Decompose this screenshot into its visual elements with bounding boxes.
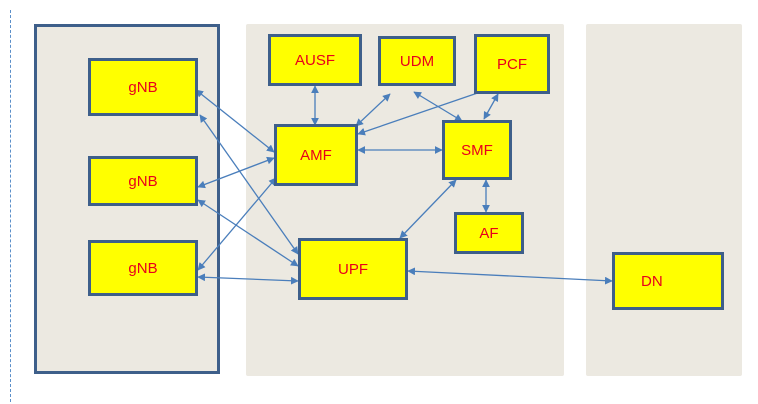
gnb-box-1: gNB bbox=[88, 58, 198, 116]
link-gnb2-amf bbox=[197, 156, 275, 189]
ausf-box: AUSF bbox=[268, 34, 362, 86]
dn-box: DN bbox=[612, 252, 724, 310]
upf-box: UPF bbox=[298, 238, 408, 300]
af-box: AF bbox=[454, 212, 524, 254]
link-udm-smf bbox=[413, 91, 463, 122]
link-gnb3-amf bbox=[197, 177, 277, 271]
gnb-box-3: gNB bbox=[88, 240, 198, 296]
gnb-box-2: gNB bbox=[88, 156, 198, 206]
dashed-border-line bbox=[10, 10, 11, 402]
link-gnb3-upf bbox=[197, 273, 299, 285]
data-network-panel bbox=[586, 24, 742, 376]
link-gnb1-amf bbox=[195, 89, 275, 153]
link-smf-upf bbox=[399, 179, 457, 239]
smf-box: SMF bbox=[442, 120, 512, 180]
pcf-box: PCF bbox=[474, 34, 550, 94]
udm-box: UDM bbox=[378, 36, 456, 86]
amf-box: AMF bbox=[274, 124, 358, 186]
link-upf-dn bbox=[407, 267, 613, 285]
link-udm-amf bbox=[355, 93, 391, 127]
link-pcf-smf bbox=[483, 93, 499, 120]
